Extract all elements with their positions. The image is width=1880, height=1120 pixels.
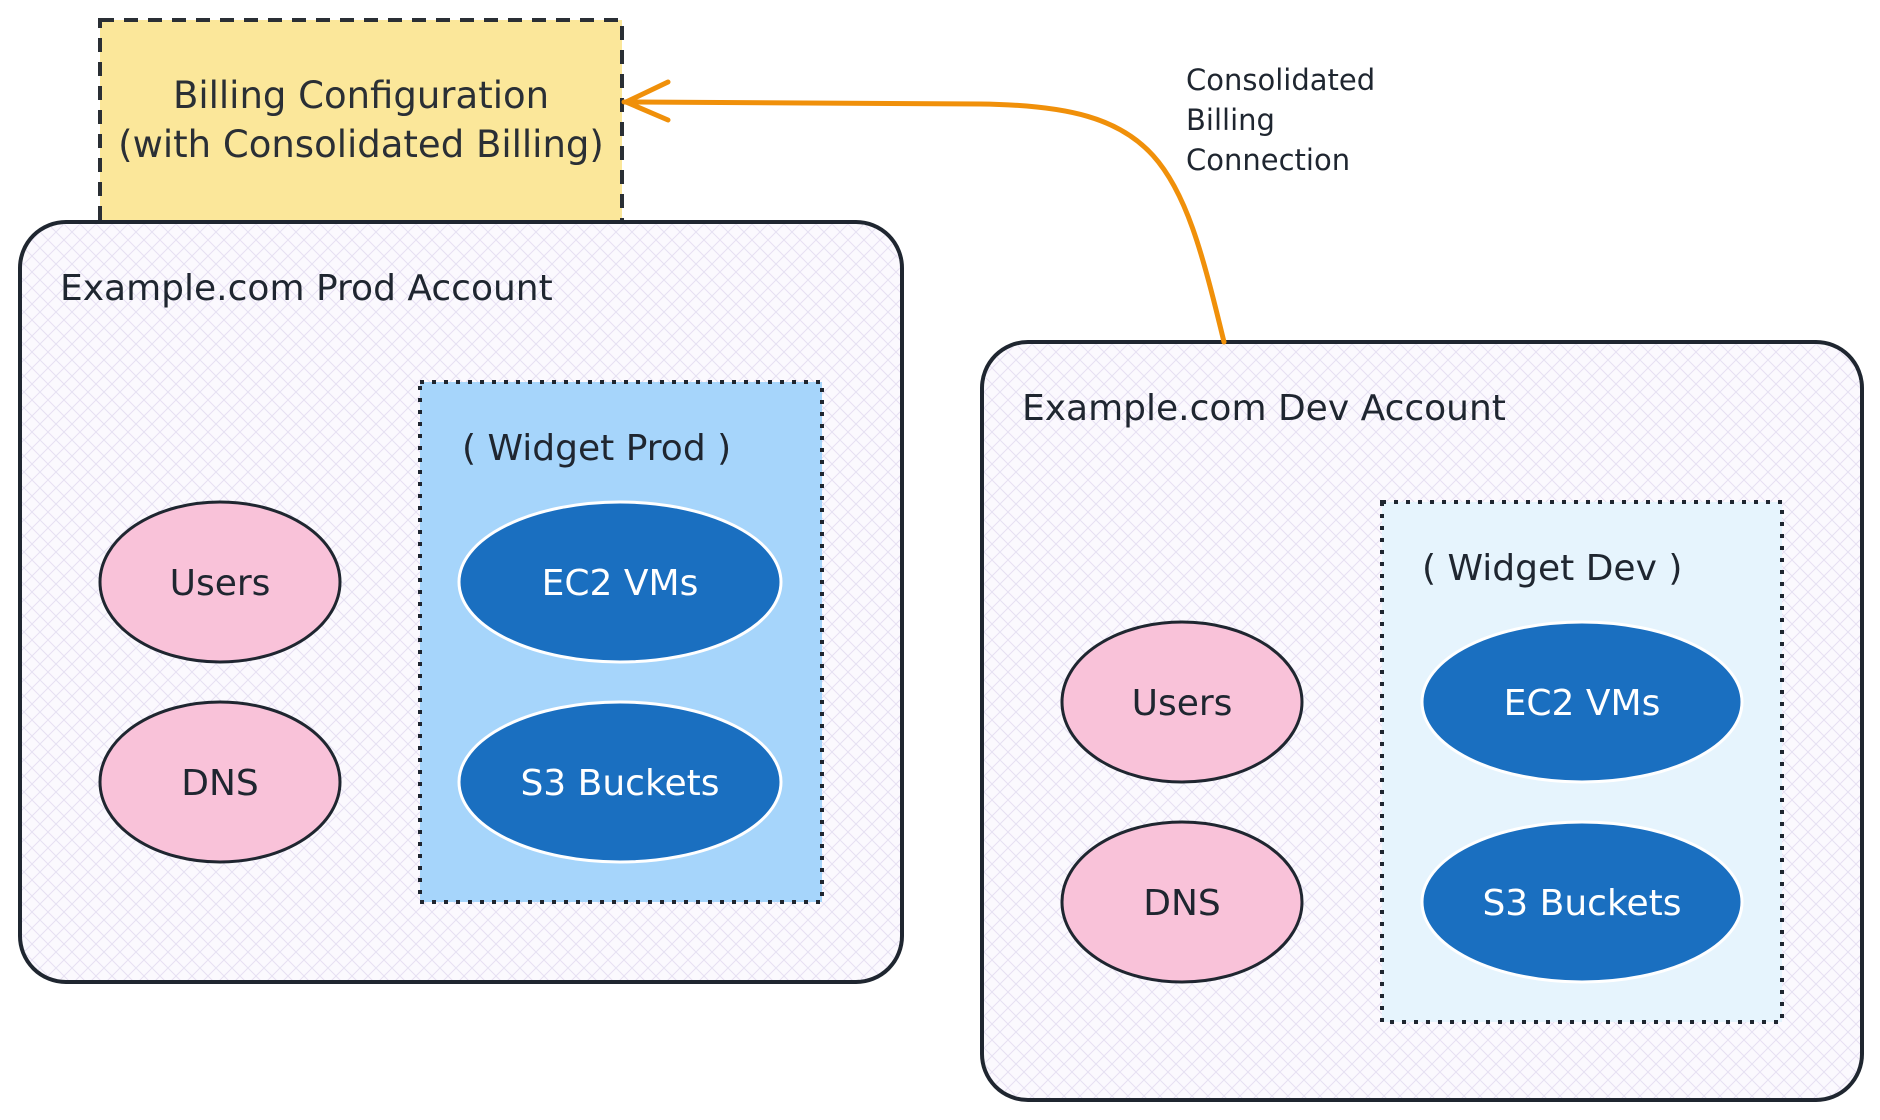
dev-account-title: Example.com Dev Account xyxy=(1022,388,1506,429)
prod-dns-label: DNS xyxy=(181,763,259,804)
prod-account-container[interactable]: Example.com Prod Account Users DNS ( Wid… xyxy=(18,220,904,984)
edge-label-line2: Billing xyxy=(1186,103,1275,137)
billing-title-line1: Billing Configuration xyxy=(173,74,549,117)
dev-account-container[interactable]: Example.com Dev Account Users DNS ( Widg… xyxy=(980,340,1864,1102)
dev-s3-label: S3 Buckets xyxy=(1482,883,1681,924)
prod-users-label: Users xyxy=(170,563,271,604)
billing-title-line2: (with Consolidated Billing) xyxy=(118,123,604,166)
dev-dns-label: DNS xyxy=(1143,883,1221,924)
widget-prod-title: ( Widget Prod ) xyxy=(462,428,731,469)
dev-s3-node[interactable]: S3 Buckets xyxy=(1420,820,1744,984)
dev-dns-node[interactable]: DNS xyxy=(1060,820,1304,984)
edge-label-line1: Consolidated xyxy=(1186,63,1375,97)
prod-dns-node[interactable]: DNS xyxy=(98,700,342,864)
arrowhead-icon xyxy=(623,79,671,123)
billing-configuration-box[interactable]: Billing Configuration (with Consolidated… xyxy=(98,18,624,224)
edge-label-line3: Connection xyxy=(1186,143,1350,177)
widget-dev-group[interactable]: ( Widget Dev ) EC2 VMs S3 Buckets xyxy=(1380,500,1784,1024)
widget-prod-group[interactable]: ( Widget Prod ) EC2 VMs S3 Buckets xyxy=(418,380,824,904)
prod-ec2-node[interactable]: EC2 VMs xyxy=(457,500,783,664)
prod-s3-label: S3 Buckets xyxy=(520,763,719,804)
widget-dev-title: ( Widget Dev ) xyxy=(1422,548,1682,589)
prod-users-node[interactable]: Users xyxy=(98,500,342,664)
dev-users-node[interactable]: Users xyxy=(1060,620,1304,784)
dev-users-label: Users xyxy=(1132,683,1233,724)
prod-s3-node[interactable]: S3 Buckets xyxy=(457,700,783,864)
dev-ec2-node[interactable]: EC2 VMs xyxy=(1420,620,1744,784)
dev-ec2-label: EC2 VMs xyxy=(1504,683,1661,724)
consolidated-billing-edge[interactable]: Consolidated Billing Connection xyxy=(621,63,1375,345)
prod-account-title: Example.com Prod Account xyxy=(60,268,553,309)
prod-ec2-label: EC2 VMs xyxy=(542,563,699,604)
